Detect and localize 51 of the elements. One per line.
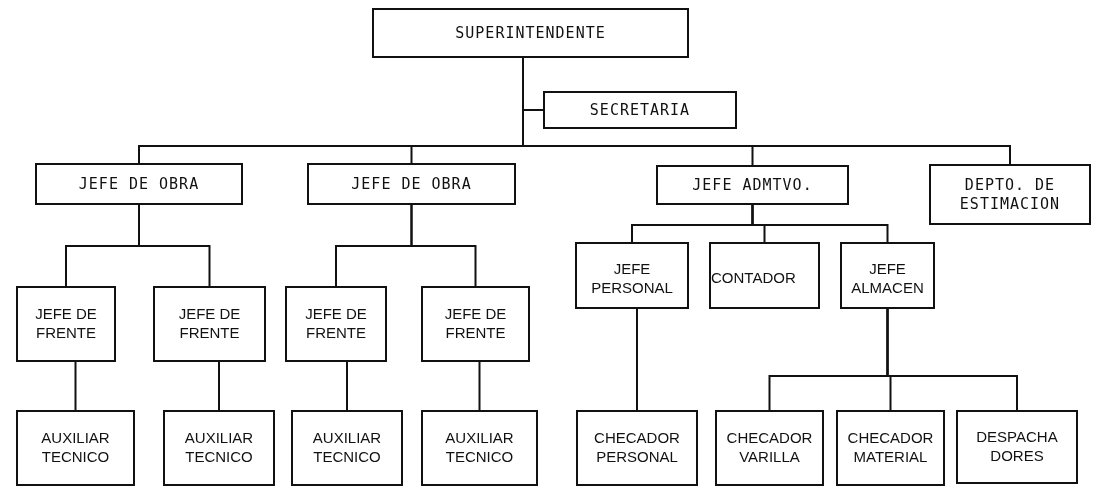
org-box: [372, 8, 689, 58]
org-box: [576, 410, 698, 486]
org-box: [421, 286, 530, 362]
connector-line: [410, 204, 477, 287]
role-title: JEFE DE FRENTE: [177, 305, 242, 343]
org-box: [291, 410, 403, 486]
role-title: DESPACHA DORES: [975, 428, 1059, 466]
org-box: [285, 286, 387, 362]
role-title: JEFE ALMACEN: [850, 259, 925, 298]
org-box: [709, 242, 820, 309]
org-box: [956, 410, 1078, 484]
org-box: [35, 163, 243, 205]
role-title: AUXILIAR TECNICO: [311, 429, 383, 467]
role-title: CONTADOR: [711, 269, 796, 288]
org-box: [421, 410, 538, 486]
connector-line: [751, 204, 889, 243]
role-title: CHECADOR VARILLA: [725, 429, 814, 467]
role-title: JEFE ADMTVO.: [692, 175, 813, 195]
connector-line: [346, 361, 348, 411]
org-box: [836, 410, 945, 486]
role-title: JEFE DE FRENTE: [443, 305, 508, 343]
org-box: [163, 410, 275, 486]
role-title: CHECADOR PERSONAL: [593, 429, 681, 467]
org-box: [575, 242, 689, 309]
org-box: [16, 410, 135, 486]
role-title: JEFE DE OBRA: [78, 174, 200, 194]
role-title: DEPTO. DE ESTIMACION: [958, 175, 1062, 214]
role-title: SECRETARIA: [589, 100, 691, 120]
org-box: [929, 164, 1091, 225]
connector-line: [886, 308, 1018, 411]
role-title: JEFE PERSONAL: [590, 259, 674, 298]
org-box: [656, 165, 849, 205]
org-box: [16, 286, 116, 362]
org-box: [840, 242, 935, 309]
role-title: AUXILIAR TECNICO: [183, 429, 255, 467]
org-box: [307, 163, 516, 205]
org-box: [543, 91, 737, 129]
role-title: JEFE DE FRENTE: [304, 305, 368, 343]
connector-line: [138, 204, 211, 287]
role-title: AUXILIAR TECNICO: [444, 429, 515, 467]
role-title: SUPERINTENDENTE: [455, 23, 606, 43]
connector-line: [478, 361, 481, 411]
role-title: JEFE DE FRENTE: [34, 305, 98, 343]
org-box: [153, 286, 266, 362]
connector-line: [636, 308, 638, 411]
role-title: JEFE DE OBRA: [351, 174, 472, 194]
connector-line: [74, 361, 77, 411]
role-title: AUXILIAR TECNICO: [40, 429, 111, 467]
connector-line: [218, 361, 220, 411]
org-box: [715, 410, 824, 486]
role-title: CHECADOR MATERIAL: [846, 429, 935, 467]
